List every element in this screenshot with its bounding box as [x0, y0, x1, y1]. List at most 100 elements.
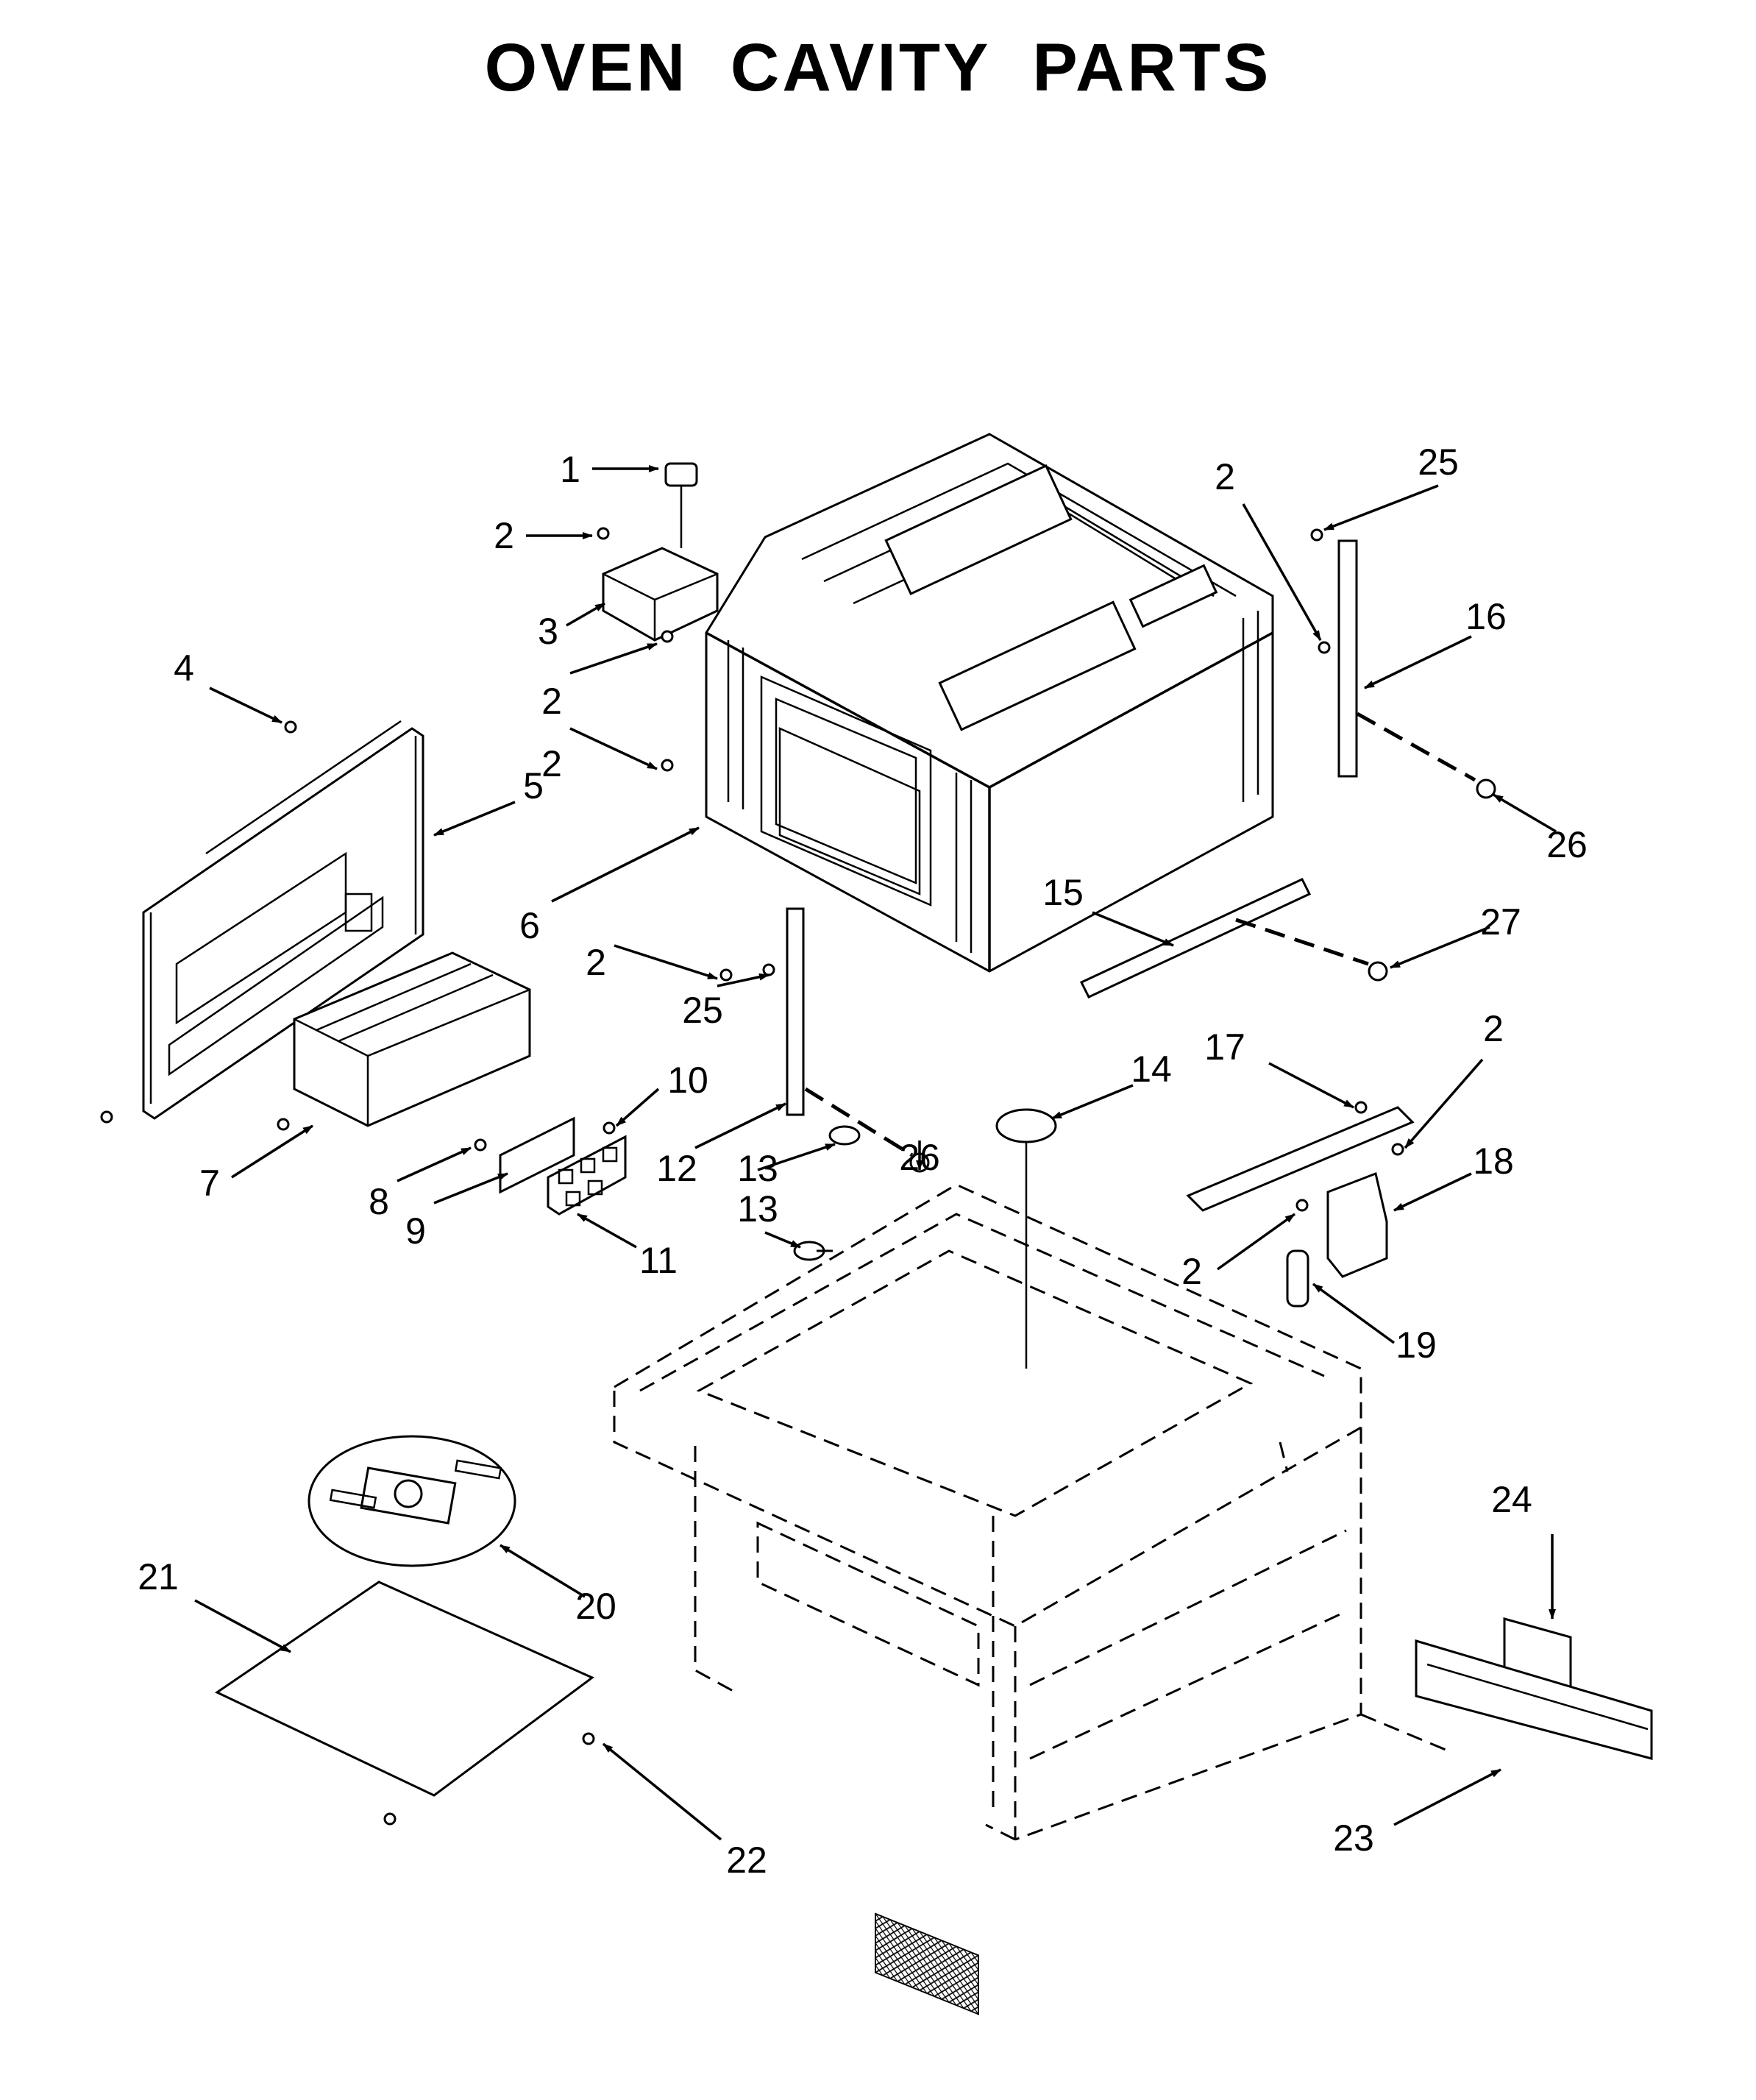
callout-22: 22	[602, 1742, 767, 1881]
diagram-title: OVEN CAVITY PARTS	[484, 30, 1272, 105]
callout-2: 2	[541, 642, 658, 722]
callout-2: 2	[586, 942, 718, 983]
leader-arrow	[1404, 1058, 1484, 1149]
callout-12: 12	[656, 1102, 786, 1189]
callout-11: 11	[577, 1213, 678, 1281]
callout-23: 23	[1333, 1768, 1501, 1859]
duct-part	[293, 951, 531, 1127]
leader-arrow	[1092, 911, 1174, 947]
callout-13: 13	[737, 1188, 801, 1249]
callout-2: 2	[494, 515, 593, 556]
leader-arrow	[551, 826, 700, 903]
callout-2: 2	[1215, 456, 1322, 641]
leader-arrow	[764, 1231, 801, 1249]
leader-arrow	[1323, 484, 1439, 531]
angle-bar-part	[1079, 878, 1312, 998]
trim-bar-part	[1415, 1639, 1653, 1760]
callout-number: 9	[405, 1210, 426, 1252]
leader-arrow	[1312, 1283, 1396, 1344]
callout-number: 24	[1491, 1479, 1532, 1520]
hinge-strip-part	[786, 907, 805, 1116]
callout-number: 2	[586, 942, 606, 983]
bottom-cover-part	[214, 1581, 594, 1797]
leader-arrow	[757, 1143, 836, 1171]
assembly-line	[1356, 712, 1476, 782]
callout-number: 8	[369, 1181, 389, 1222]
callout-number: 17	[1204, 1026, 1245, 1068]
callout-number: 6	[519, 905, 540, 946]
assembly-line	[1235, 918, 1369, 966]
callout-2: 2	[1181, 1213, 1296, 1292]
motor-part	[995, 1108, 1057, 1143]
callout-number: 3	[538, 611, 558, 652]
callout-number: 15	[1042, 872, 1084, 913]
leader-arrow	[1393, 1768, 1501, 1826]
leader-arrow	[231, 1124, 313, 1179]
side-panel-part	[142, 720, 424, 1120]
leader-arrow	[694, 1102, 786, 1149]
callout-number: 26	[1546, 824, 1588, 865]
callout-15: 15	[1042, 872, 1174, 947]
callout-1: 1	[560, 449, 659, 490]
callout-number: 14	[1131, 1049, 1172, 1090]
leader-arrow	[209, 687, 282, 724]
screw-markers	[100, 527, 1496, 1826]
callout-number: 16	[1465, 596, 1507, 637]
callout-number: 1	[560, 449, 580, 490]
assembly-line	[804, 1087, 914, 1157]
callout-number: 20	[575, 1586, 616, 1627]
callout-6: 6	[519, 826, 700, 946]
callout-14: 14	[1051, 1049, 1172, 1120]
callout-25: 25	[1323, 441, 1459, 531]
callout-3: 3	[538, 602, 605, 652]
callout-9: 9	[405, 1172, 508, 1252]
leader-arrow	[569, 642, 658, 675]
callout-number: 2	[1215, 456, 1235, 497]
bracket-part	[1326, 1171, 1388, 1278]
callout-number: 2	[494, 515, 514, 556]
callout-25: 25	[682, 973, 769, 1031]
oven-body-outline	[613, 1183, 1450, 2015]
support-bar-part	[1186, 1106, 1415, 1212]
callout-number: 5	[523, 765, 544, 806]
callout-number: 7	[199, 1163, 220, 1204]
callout-10: 10	[615, 1060, 708, 1127]
leader-arrow	[566, 602, 605, 627]
leader-arrow	[1051, 1084, 1134, 1120]
leader-arrow	[194, 1599, 291, 1653]
callout-16: 16	[1364, 596, 1507, 689]
leader-arrow	[1268, 1062, 1354, 1109]
callout-number: 2	[541, 681, 562, 722]
callout-number: 12	[656, 1148, 697, 1189]
leader-arrow	[1390, 926, 1490, 969]
callout-number: 2	[541, 743, 562, 784]
callout-number: 13	[737, 1188, 778, 1230]
callout-19: 19	[1312, 1283, 1437, 1366]
turntable-support-part	[308, 1435, 516, 1567]
callout-number: 21	[138, 1556, 179, 1597]
callout-7: 7	[199, 1124, 313, 1204]
callout-21: 21	[138, 1556, 291, 1653]
leader-arrow	[717, 973, 769, 987]
callout-number: 13	[737, 1148, 778, 1189]
callout-number: 2	[1181, 1251, 1202, 1292]
callout-4: 4	[174, 648, 282, 724]
cavity-wrapper-part	[705, 433, 1274, 973]
leader-arrow	[1393, 1172, 1472, 1212]
sensor-part	[1286, 1249, 1309, 1308]
callout-26: 26	[899, 1137, 940, 1178]
leader-arrow	[1364, 635, 1472, 689]
leader-arrow	[614, 944, 718, 980]
leader-arrow	[602, 1742, 722, 1841]
callout-18: 18	[1393, 1141, 1514, 1212]
leader-arrow	[397, 1146, 472, 1182]
callout-number: 10	[667, 1060, 708, 1101]
callout-8: 8	[369, 1146, 472, 1222]
top-bracket-part	[602, 462, 719, 642]
leader-arrow	[1216, 1213, 1296, 1271]
callout-27: 27	[1390, 901, 1521, 969]
callout-number: 19	[1396, 1324, 1437, 1366]
callout-17: 17	[1204, 1026, 1354, 1109]
